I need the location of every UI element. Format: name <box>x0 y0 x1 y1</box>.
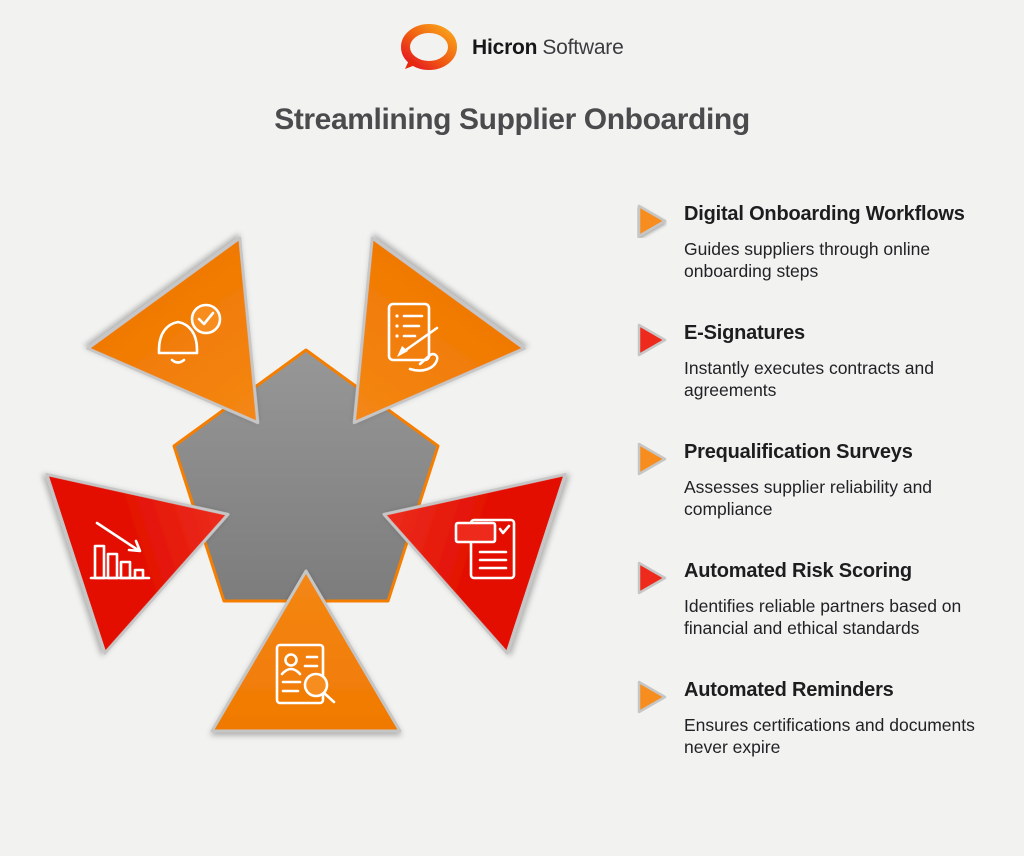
item-heading: E-Signatures <box>684 322 805 344</box>
item-heading: Digital Onboarding Workflows <box>684 203 965 225</box>
item-body: Ensures certifications and documents nev… <box>684 715 975 757</box>
item-body: Identifies reliable partners based on fi… <box>684 596 962 638</box>
segment-top-right <box>352 236 526 425</box>
triangle-bullet-icon <box>637 680 667 714</box>
segment-top-left <box>86 236 260 425</box>
triangle-bullet-icon <box>637 323 667 357</box>
triangle-bullet-icon <box>637 561 667 595</box>
segment-left <box>45 472 230 655</box>
list-item: E-Signatures Instantly executes contract… <box>637 321 978 401</box>
list-item: Digital Onboarding Workflows Guides supp… <box>637 202 978 282</box>
item-body: Instantly executes contracts and agreeme… <box>684 358 934 400</box>
list-item: Prequalification Surveys Assesses suppli… <box>637 440 978 520</box>
profile-search-icon <box>275 643 336 705</box>
item-heading: Automated Risk Scoring <box>684 560 912 582</box>
segment-right <box>382 472 567 655</box>
speech-bubble-ring-icon <box>401 24 457 70</box>
pentagon-arrows-diagram <box>45 236 567 733</box>
triangle-bullet-icon <box>637 442 667 476</box>
bell-check-icon <box>157 303 222 364</box>
item-body: Assesses supplier reliability and compli… <box>684 477 933 519</box>
list-item: Automated Risk Scoring Identifies reliab… <box>637 559 978 639</box>
triangle-bullet-icon <box>637 204 667 238</box>
item-heading: Automated Reminders <box>684 679 894 701</box>
brand-name-regular: Software <box>542 36 624 59</box>
signature-document-icon <box>387 302 439 372</box>
declining-bar-chart-icon <box>89 521 151 580</box>
list-item: Automated Reminders Ensures certificatio… <box>637 678 978 758</box>
page-title: Streamlining Supplier Onboarding <box>274 103 750 136</box>
brand-name-bold: Hicron <box>472 36 538 59</box>
survey-form-check-icon <box>454 518 516 580</box>
segment-bottom <box>210 569 402 733</box>
item-heading: Prequalification Surveys <box>684 441 913 463</box>
item-body: Guides suppliers through online onboardi… <box>684 239 931 281</box>
